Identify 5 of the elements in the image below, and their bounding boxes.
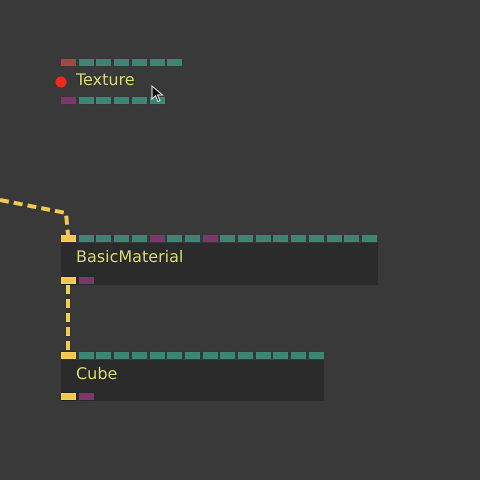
node-title: Texture — [76, 70, 135, 90]
node-title: Cube — [76, 364, 118, 384]
node-title: BasicMaterial — [76, 247, 184, 267]
connection-wire — [66, 285, 70, 352]
connection-wire — [0, 198, 70, 236]
